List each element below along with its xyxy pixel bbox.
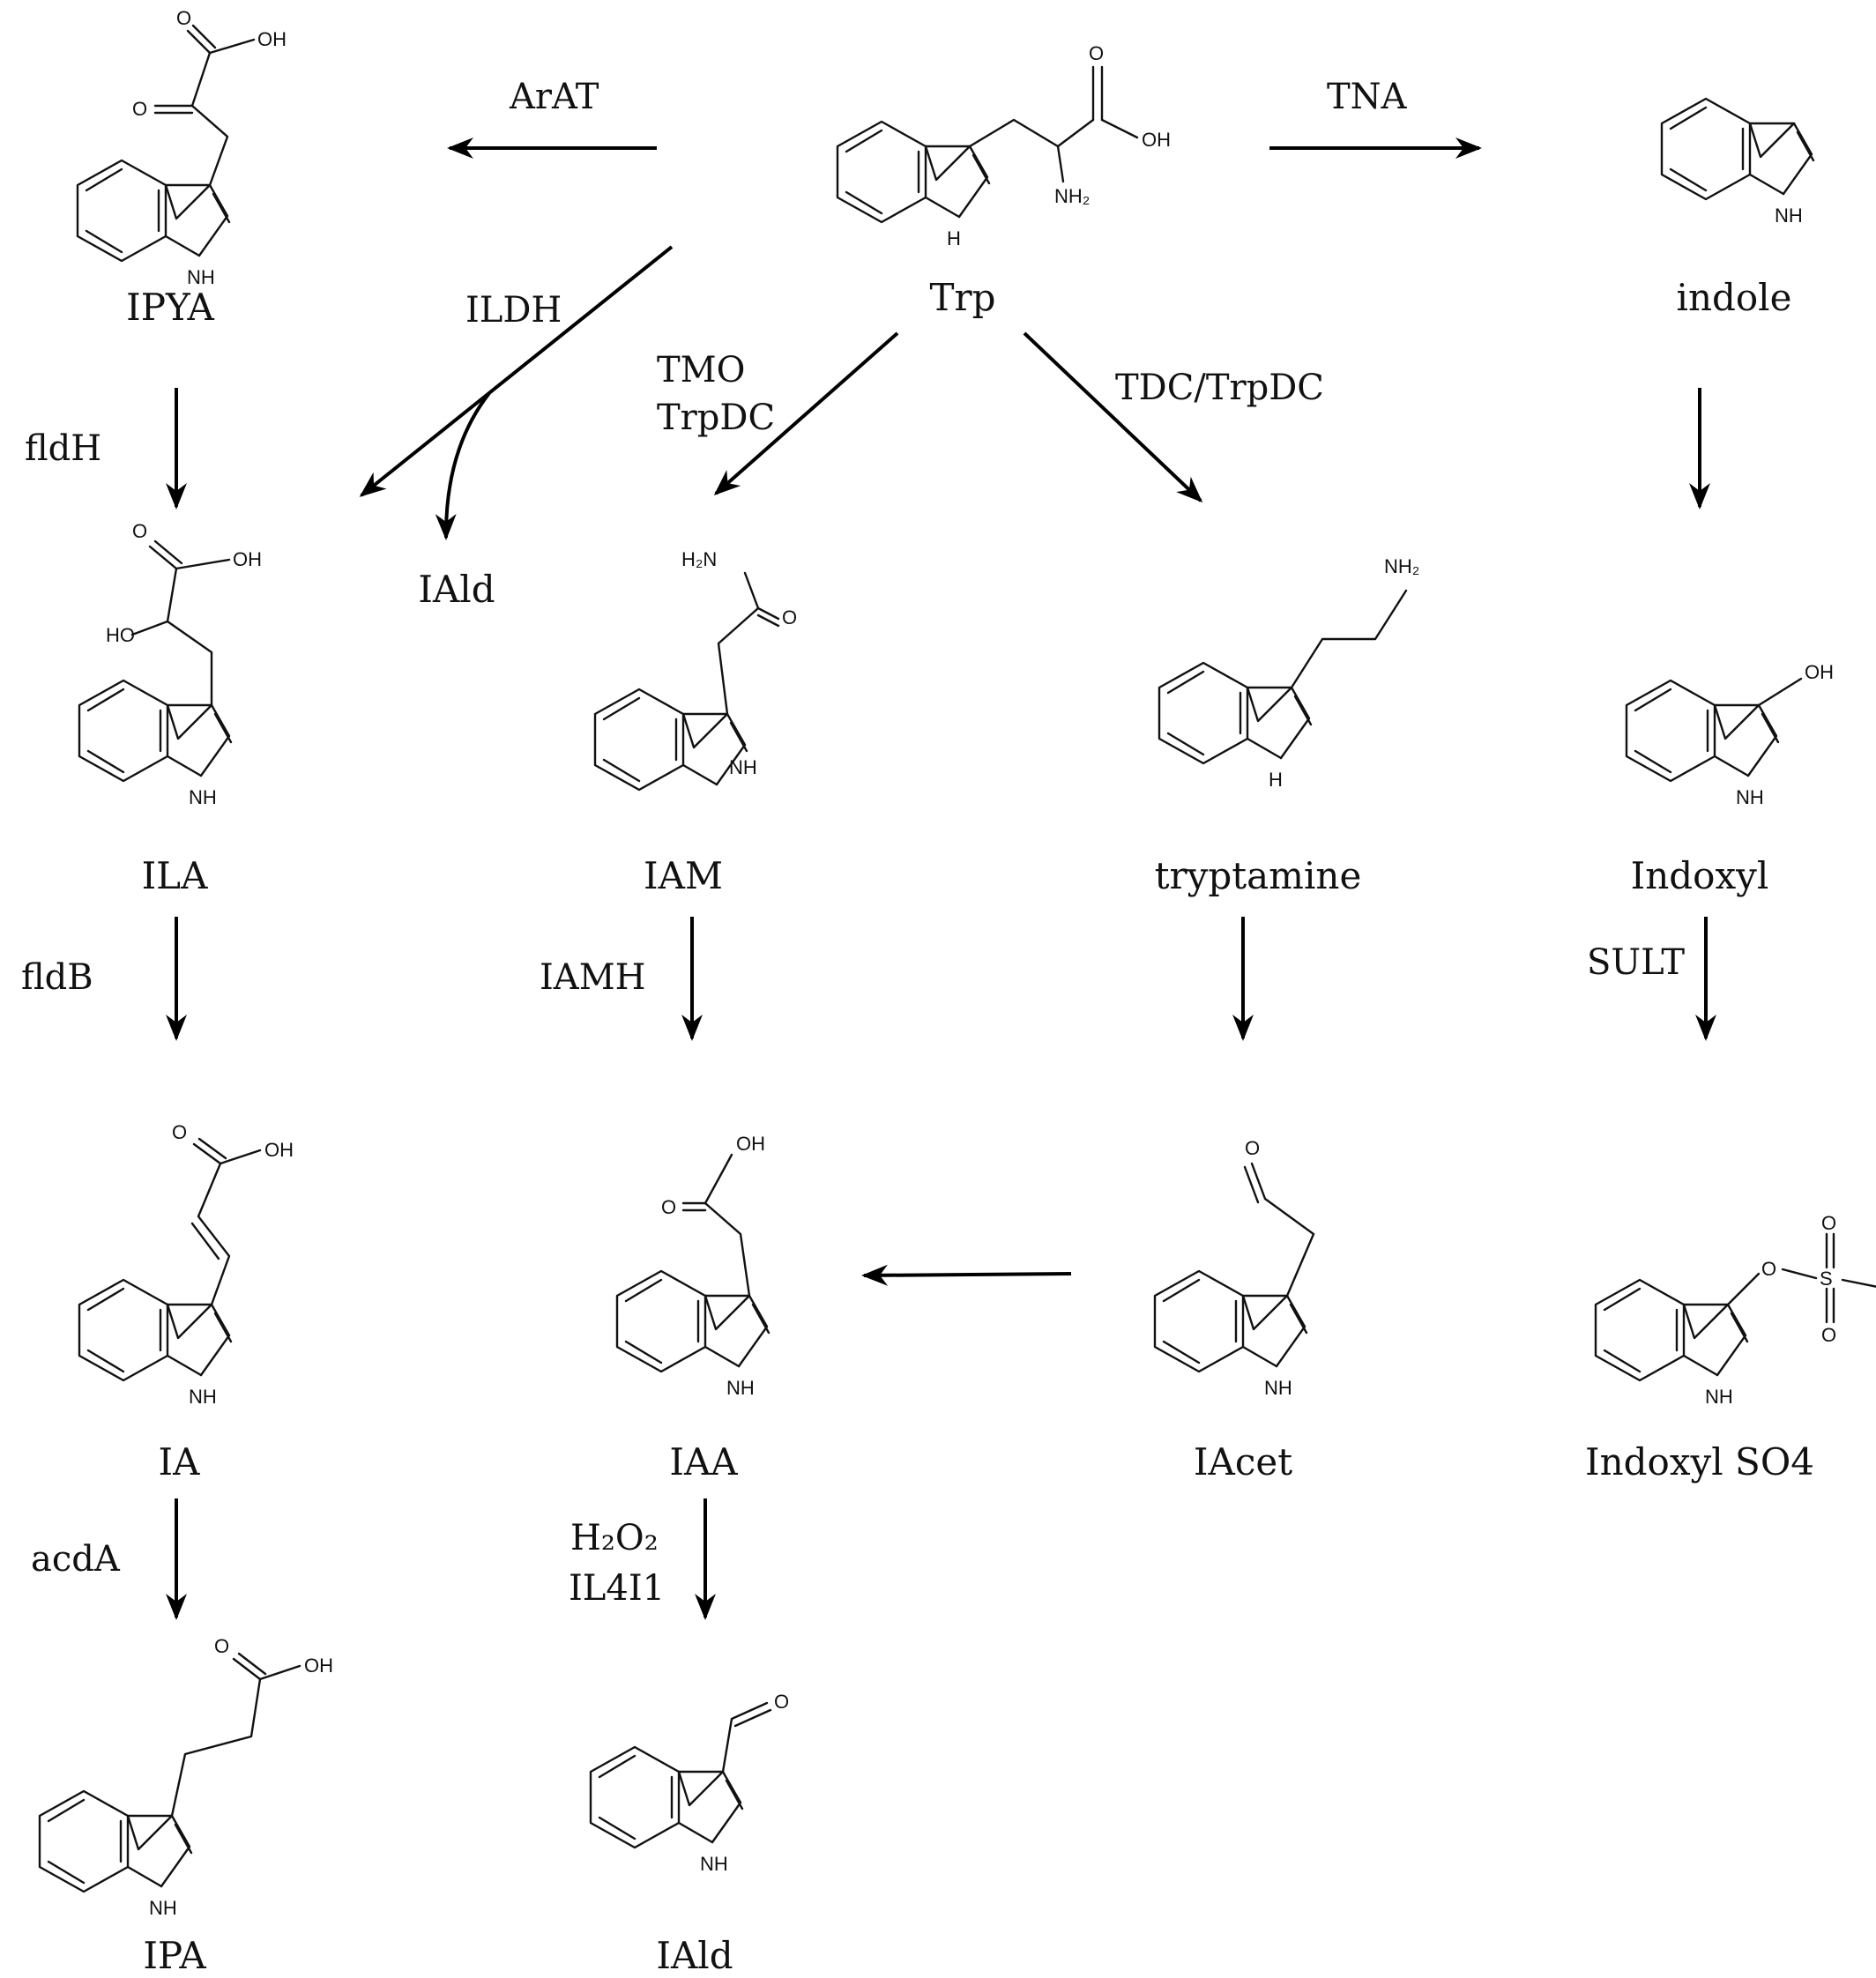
enzyme-label-tmo: TMO: [657, 350, 745, 390]
enzyme-label-trpdc: TrpDC: [657, 398, 775, 438]
compound-label-ia: IA: [159, 1440, 201, 1484]
svg-text:O: O: [782, 606, 797, 628]
svg-text:NH: NH: [729, 756, 757, 778]
structure-iam: H₂N O NH: [593, 548, 797, 792]
svg-text:NH: NH: [189, 786, 217, 808]
enzyme-label-acda: acdA: [31, 1539, 121, 1580]
structure-iacet: O NH: [1153, 1137, 1315, 1399]
enzyme-label-fldb: fldB: [21, 957, 93, 998]
svg-text:NH: NH: [1736, 786, 1764, 808]
enzyme-label-tdc-trpdc: TDC/TrpDC: [1115, 368, 1324, 408]
compound-label-iaa: IAA: [669, 1440, 738, 1484]
svg-text:S: S: [1820, 1268, 1833, 1290]
structure-trp: H O OH NH₂: [836, 42, 1171, 249]
structure-ia: O OH NH: [78, 1121, 294, 1408]
svg-text:OH: OH: [264, 1139, 294, 1161]
compound-label-ipya: IPYA: [126, 286, 214, 329]
structure-ipya: O O OH NH: [76, 7, 287, 288]
svg-text:OH: OH: [1142, 129, 1171, 151]
svg-text:NH: NH: [1705, 1386, 1733, 1408]
enzyme-label-ildh: ILDH: [465, 290, 562, 331]
structure-tryptamine: NH₂ H: [1158, 555, 1419, 791]
svg-text:O: O: [132, 98, 147, 120]
svg-text:H: H: [947, 227, 961, 249]
svg-text:O: O: [172, 1121, 187, 1143]
svg-text:NH: NH: [726, 1377, 755, 1399]
arrow-trp-to-ila: [359, 245, 674, 497]
svg-text:NH: NH: [149, 1897, 177, 1919]
compound-label-indoxyl: Indoxyl: [1631, 854, 1769, 897]
svg-text:NH: NH: [187, 266, 215, 288]
arrow-trp-to-iam: [713, 331, 899, 495]
svg-text:NH: NH: [1775, 204, 1803, 227]
enzyme-label-h2o2: H₂O₂: [570, 1518, 659, 1558]
svg-text:OH: OH: [304, 1655, 333, 1677]
structure-indoxyl-so4: O S O O OH NH: [1594, 1212, 1876, 1408]
svg-text:NH₂: NH₂: [1384, 555, 1419, 577]
arrow-trp-to-tryptamine: [1023, 331, 1203, 503]
compound-label-trp: Trp: [930, 276, 996, 319]
reaction-arrows: [166, 138, 1716, 1620]
compound-label-tryptamine: tryptamine: [1155, 854, 1362, 897]
svg-text:O: O: [1821, 1324, 1836, 1346]
svg-text:O: O: [1821, 1212, 1836, 1234]
svg-text:HO: HO: [106, 624, 135, 646]
svg-text:NH: NH: [1264, 1377, 1292, 1399]
svg-text:O: O: [1089, 42, 1104, 64]
enzyme-label-sult: SULT: [1587, 942, 1685, 983]
compound-label-iald-bottom: IAld: [656, 1934, 733, 1977]
svg-text:OH: OH: [233, 548, 262, 570]
svg-text:H₂N: H₂N: [681, 548, 717, 570]
structure-ipa: O OH NH: [38, 1635, 333, 1919]
enzyme-label-tna: TNA: [1327, 77, 1408, 117]
structure-ila: HO O OH NH: [78, 520, 262, 808]
svg-text:OH: OH: [1805, 661, 1834, 683]
svg-text:O: O: [661, 1196, 676, 1218]
svg-text:O: O: [176, 7, 191, 29]
enzyme-label-arat: ArAT: [509, 77, 599, 117]
structure-iald: O NH: [589, 1691, 789, 1875]
structure-indoxyl: OH NH: [1625, 661, 1834, 808]
compound-label-ila: ILA: [142, 854, 208, 897]
structure-indole: NH: [1660, 97, 1815, 227]
enzyme-label-iamh: IAMH: [540, 957, 646, 998]
arrow-ildh-to-iald: [435, 391, 491, 540]
compound-label-iam: IAM: [644, 854, 723, 897]
svg-text:O: O: [132, 520, 147, 542]
svg-text:O: O: [1761, 1258, 1776, 1280]
compound-label-ipa: IPA: [143, 1934, 206, 1977]
compound-label-iacet: IAcet: [1194, 1440, 1292, 1484]
svg-text:O: O: [774, 1691, 789, 1713]
svg-text:NH: NH: [700, 1853, 728, 1875]
svg-text:OH: OH: [257, 28, 287, 50]
svg-text:H: H: [1269, 769, 1283, 791]
arrow-iacet-to-iaa: [861, 1264, 1072, 1286]
svg-text:NH: NH: [189, 1386, 217, 1408]
enzyme-label-il4i1: IL4I1: [569, 1568, 665, 1609]
svg-text:O: O: [1245, 1137, 1260, 1159]
structure-iaa: O OH NH: [615, 1133, 770, 1399]
compound-label-indole: indole: [1677, 276, 1792, 319]
enzyme-label-fldh: fldH: [25, 428, 101, 469]
svg-text:NH₂: NH₂: [1054, 185, 1090, 207]
compound-label-indoxyl-so4: Indoxyl SO4: [1585, 1440, 1814, 1484]
compound-label-iald-top: IAld: [418, 568, 495, 611]
svg-text:OH: OH: [736, 1133, 765, 1155]
svg-text:O: O: [214, 1635, 229, 1657]
